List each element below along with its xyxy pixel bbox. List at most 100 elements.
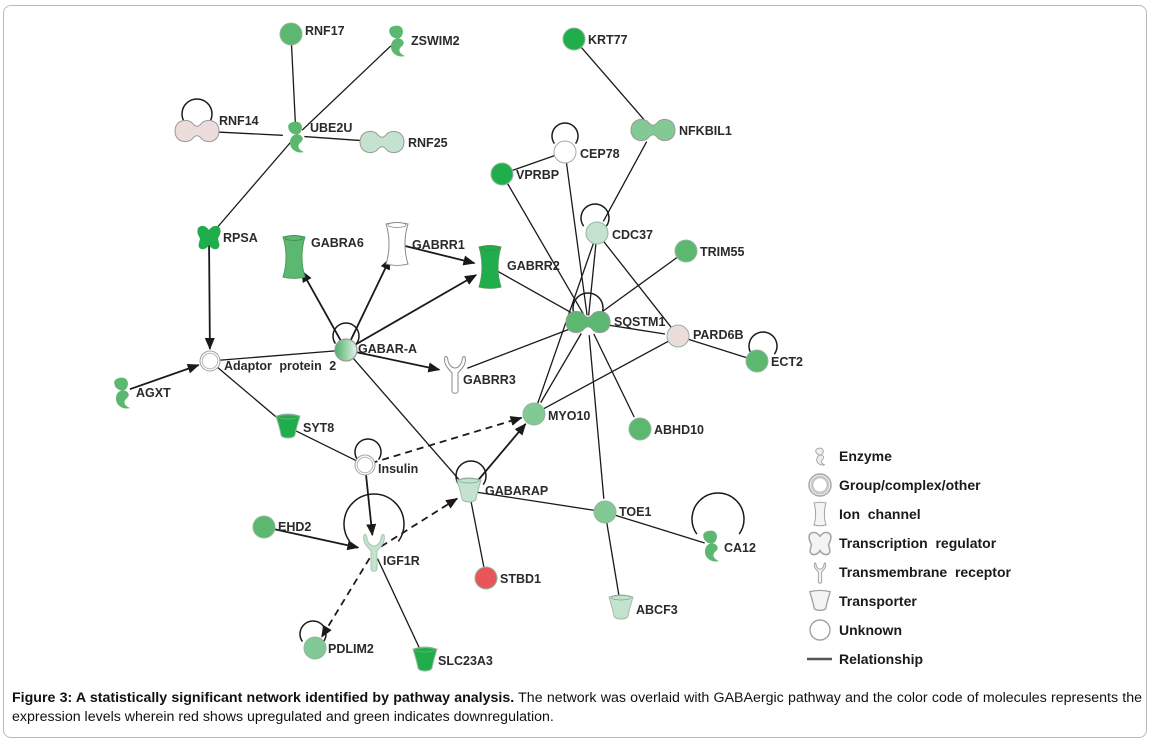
edge-VPRBP-SQSTM1 [504,179,586,317]
node-igf1r[interactable]: IGF1R [363,534,420,572]
edge-GABARAP-MYO10 [472,423,527,487]
node-label: RNF17 [305,24,345,38]
transmembrane-receptor-icon [813,562,827,584]
node-label: CDC37 [612,228,653,242]
caption-title: Figure 3: A statistically significant ne… [12,690,515,706]
node-rnf14[interactable]: RNF14 [174,114,259,143]
node-stbd1[interactable]: STBD1 [474,566,541,590]
edge-Insulin-MYO10 [370,416,523,465]
node-krt77[interactable]: KRT77 [562,27,628,51]
self-loop-GABAR-A [332,322,360,344]
node-gabar-a[interactable]: GABAR-A [334,338,417,362]
self-loop-CA12 [691,492,745,535]
edge-GABAR-A-GABARAP [349,354,466,487]
legend-item: Unknown [809,619,902,641]
edge-RNF17-UBE2U [290,40,297,130]
node-ca12[interactable]: CA12 [703,530,756,562]
edge-PARD6B-MYO10 [539,338,673,412]
node-label: TRIM55 [700,245,745,259]
edge-RPSA-AdaptorProtein2 [204,244,215,351]
legend-label: Enzyme [839,448,892,464]
edge-CDC37-PARD6B [600,237,675,332]
node-label: GABAR-A [358,342,417,356]
edge-TOE1-ABCF3 [605,518,621,602]
node-rpsa[interactable]: RPSA [197,225,258,250]
node-label: GABRR3 [463,373,516,387]
edge-SQSTM1-ABHD10 [593,333,635,418]
edge-GABAR-A-GABRA6 [301,270,344,345]
edge-PARD6B-ECT2 [684,337,751,360]
legend-item: Transcription regulator [808,531,997,556]
node-insulin[interactable]: Insulin [354,454,418,476]
node-label: ABCF3 [636,603,678,617]
self-loop-ECT2 [748,331,778,355]
node-vprbp[interactable]: VPRBP [490,162,559,186]
node-rnf17[interactable]: RNF17 [279,22,345,46]
node-gabrr1[interactable]: GABRR1 [385,222,465,266]
node-agxt[interactable]: AGXT [114,377,171,409]
node-gabrr2[interactable]: GABRR2 [478,245,560,289]
edge-EHD2-IGF1R [270,527,360,551]
node-ehd2[interactable]: EHD2 [252,515,311,539]
edge-IGF1R-SLC23A3 [376,558,423,653]
edge-NFKBIL1-CDC37 [602,141,648,222]
node-label: ABHD10 [654,423,704,437]
legend-item: Ion channel [813,501,921,527]
legend-label: Transmembrane receptor [839,564,1012,580]
node-label: GABARAP [485,484,548,498]
self-loop-CEP78 [551,122,579,144]
edge-SYT8-Insulin [294,429,359,463]
node-label: KRT77 [588,33,628,47]
unknown-icon [809,619,831,641]
legend-item: Transmembrane receptor [813,562,1012,584]
legend-label: Unknown [839,622,902,638]
legend-item: Transporter [808,589,917,612]
node-abcf3[interactable]: ABCF3 [608,594,678,620]
node-label: ZSWIM2 [411,34,460,48]
node-gabarap[interactable]: GABARAP [456,477,548,503]
node-cdc37[interactable]: CDC37 [585,221,653,245]
edge-GABAR-A-GABRR2 [351,274,478,348]
node-sqstm1[interactable]: SQSTM1 [565,310,665,334]
legend-label: Transcription regulator [839,535,997,551]
node-gabrr3[interactable]: GABRR3 [444,356,516,394]
enzyme-icon [815,447,826,466]
node-label: VPRBP [516,168,559,182]
node-pdlim2[interactable]: PDLIM2 [303,636,374,660]
node-toe1[interactable]: TOE1 [593,500,651,524]
node-zswim2[interactable]: ZSWIM2 [389,25,460,57]
node-label: RNF25 [408,136,448,150]
node-adaptorprotein2[interactable]: Adaptor protein 2 [199,350,336,373]
node-ect2[interactable]: ECT2 [745,349,803,373]
edge-SQSTM1-GABRR3 [467,326,576,369]
node-label: AGXT [136,386,171,400]
node-syt8[interactable]: SYT8 [275,413,334,439]
node-slc23a3[interactable]: SLC23A3 [412,646,493,672]
node-abhd10[interactable]: ABHD10 [628,417,704,441]
node-trim55[interactable]: TRIM55 [674,239,745,263]
edges-layer [129,40,751,653]
caption-body: The network was overlaid with GABAergic … [12,690,1143,725]
edge-AdaptorProtein2-SYT8 [214,364,284,424]
node-label: SLC23A3 [438,654,493,668]
node-label: SQSTM1 [614,315,665,329]
figure-caption: Figure 3: A statistically significant ne… [12,689,1142,727]
node-cep78[interactable]: CEP78 [553,140,620,164]
edge-IGF1R-GABARAP [380,497,459,548]
node-nfkbil1[interactable]: NFKBIL1 [630,118,732,142]
node-myo10[interactable]: MYO10 [522,402,590,426]
node-label: Adaptor protein 2 [224,359,336,373]
edge-AdaptorProtein2-GABAR-A [215,349,341,362]
node-label: GABRR1 [412,238,465,252]
node-label: PDLIM2 [328,642,374,656]
node-gabra6[interactable]: GABRA6 [282,235,364,279]
self-loops-layer [181,98,778,642]
node-label: NFKBIL1 [679,124,732,138]
node-pard6b[interactable]: PARD6B [666,324,743,348]
node-rnf25[interactable]: RNF25 [359,130,448,154]
edge-AGXT-AdaptorProtein2 [129,363,200,391]
node-ube2u[interactable]: UBE2U [288,121,352,153]
edge-SQSTM1-TOE1 [588,335,605,499]
